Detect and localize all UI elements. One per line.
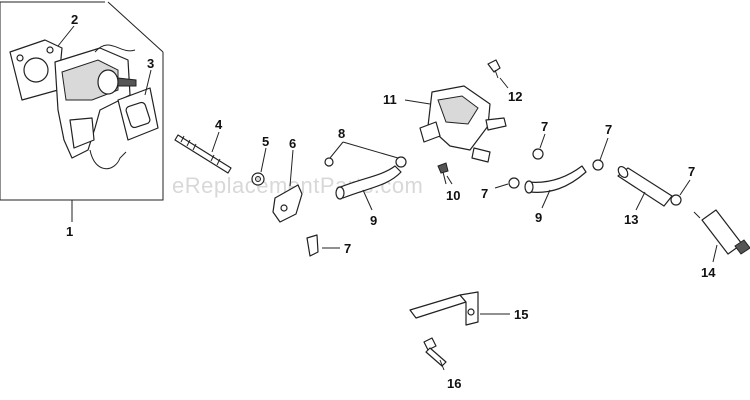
- fuel-filter-part[interactable]: [693, 209, 750, 255]
- carburetor-part[interactable]: [54, 44, 137, 170]
- leader-7e: [679, 179, 691, 196]
- callout-7a: 7: [344, 241, 351, 256]
- leader-12: [499, 77, 509, 89]
- callout-13: 13: [624, 212, 638, 227]
- hose-part[interactable]: [616, 165, 673, 207]
- clip-part-b[interactable]: [324, 157, 334, 167]
- callout-1: 1: [66, 224, 73, 239]
- leader-9a: [362, 189, 373, 211]
- leader-7b: [539, 133, 546, 149]
- callout-3: 3: [147, 56, 154, 71]
- leader-13: [635, 191, 646, 211]
- assembly-bracket-bottom: [0, 52, 164, 201]
- callout-7e: 7: [688, 164, 695, 179]
- screw-part-a[interactable]: [487, 59, 501, 79]
- callout-8: 8: [338, 126, 345, 141]
- clip-part-g[interactable]: [670, 194, 682, 206]
- fuel-hose-part-b[interactable]: [524, 165, 587, 194]
- leader-3: [144, 69, 152, 96]
- callout-9b: 9: [535, 210, 542, 225]
- callout-5: 5: [262, 134, 269, 149]
- leader-5: [260, 147, 267, 173]
- screw-part-c[interactable]: [423, 337, 447, 367]
- callout-6: 6: [289, 136, 296, 151]
- clip-part-c[interactable]: [395, 156, 407, 168]
- carburetor-gasket-part[interactable]: [9, 39, 63, 101]
- callout-14: 14: [701, 265, 716, 280]
- leader-4: [211, 131, 220, 153]
- leader-16: [439, 359, 445, 371]
- leader-9b: [541, 189, 551, 209]
- callout-10: 10: [446, 188, 460, 203]
- leader-8b: [342, 141, 399, 159]
- clip-part-f[interactable]: [592, 159, 604, 171]
- leader-7d: [494, 183, 509, 189]
- clip-part-a[interactable]: [306, 234, 319, 257]
- fuel-hose-part-a[interactable]: [335, 165, 402, 200]
- callout-7d: 7: [481, 186, 488, 201]
- callout-9a: 9: [370, 213, 377, 228]
- nut-part[interactable]: [251, 172, 265, 186]
- leader-8: [329, 141, 344, 159]
- bracket-part[interactable]: [272, 184, 303, 223]
- callout-4: 4: [215, 117, 223, 132]
- assembly-bracket: [0, 1, 105, 200]
- leader-6: [289, 149, 294, 187]
- clip-part-e[interactable]: [532, 148, 544, 160]
- leader-10: [446, 175, 453, 185]
- callout-12: 12: [508, 89, 522, 104]
- leader-2: [57, 25, 75, 47]
- callout-7c: 7: [605, 122, 612, 137]
- clip-part-d[interactable]: [508, 177, 520, 189]
- callout-2: 2: [71, 12, 78, 27]
- leader-14: [712, 244, 718, 263]
- assembly-bracket-side: [107, 1, 164, 53]
- callout-11: 11: [383, 92, 397, 107]
- screw-part-b[interactable]: [437, 162, 449, 185]
- mounting-bracket-part[interactable]: [409, 291, 479, 326]
- callout-7b: 7: [541, 119, 548, 134]
- leader-11: [404, 99, 431, 105]
- intake-gasket-part[interactable]: [117, 87, 159, 141]
- callout-15: 15: [514, 307, 528, 322]
- callout-16: 16: [447, 376, 461, 391]
- fuel-pump-part[interactable]: [419, 85, 507, 163]
- stud-part[interactable]: [174, 134, 232, 174]
- leader-7c: [599, 137, 609, 161]
